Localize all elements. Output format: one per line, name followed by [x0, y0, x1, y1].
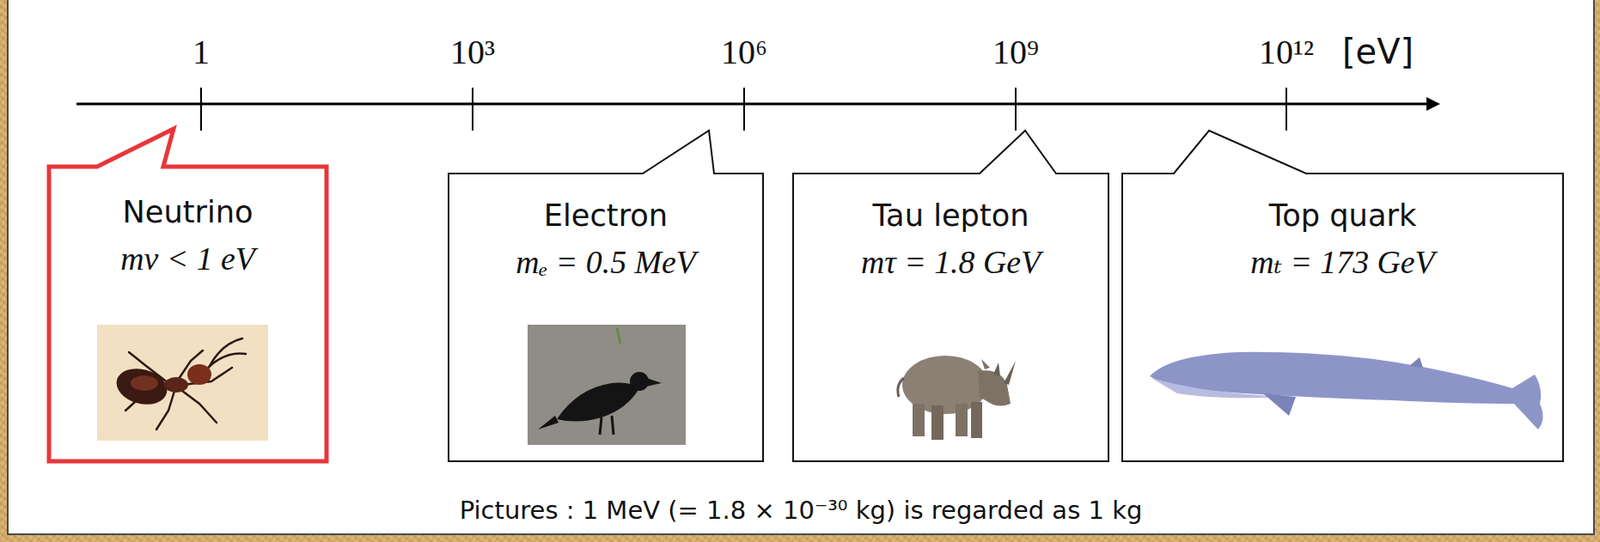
whale-picture [1149, 352, 1544, 430]
particle-name: Neutrino [48, 194, 327, 231]
axis-arrowhead [1426, 97, 1441, 111]
energy-axis [76, 103, 1437, 106]
particle-mass: mν < 1 eV [48, 240, 327, 278]
tick-label: 10³ [450, 31, 495, 73]
callout-outline [448, 130, 764, 462]
particle-callout: Neutrino mν < 1 eV [48, 166, 327, 462]
callout-outline [48, 128, 327, 462]
particle-name: Tau lepton [793, 197, 1109, 234]
axis-ticks [201, 87, 1287, 131]
tick-label: 10⁶ [720, 31, 768, 73]
caption-note: Pictures : 1 MeV (= 1.8 × 10⁻³⁰ kg) is r… [459, 495, 1143, 526]
particle-callout: Top quark mₜ = 173 GeV [1122, 173, 1564, 462]
particle-name: Top quark [1122, 197, 1564, 234]
tick-label: 10¹² [1258, 31, 1314, 73]
particle-callout: Tau lepton mτ = 1.8 GeV [793, 173, 1109, 462]
ant-picture [97, 324, 269, 441]
particle-name: Electron [448, 197, 764, 234]
tick-label: 1 [192, 31, 210, 73]
callout-outline [793, 130, 1109, 462]
particle-mass: mτ = 1.8 GeV [793, 244, 1109, 281]
axis-unit: [eV] [1342, 31, 1414, 72]
tick-label: 10⁹ [992, 31, 1039, 73]
crow-picture [527, 324, 686, 446]
particle-mass: mₜ = 173 GeV [1122, 244, 1564, 281]
callout-outline [1122, 130, 1564, 462]
particle-callout: Electron mₑ = 0.5 MeV [448, 173, 764, 462]
particle-mass: mₑ = 0.5 MeV [448, 244, 764, 281]
rhino-picture [897, 355, 1016, 440]
